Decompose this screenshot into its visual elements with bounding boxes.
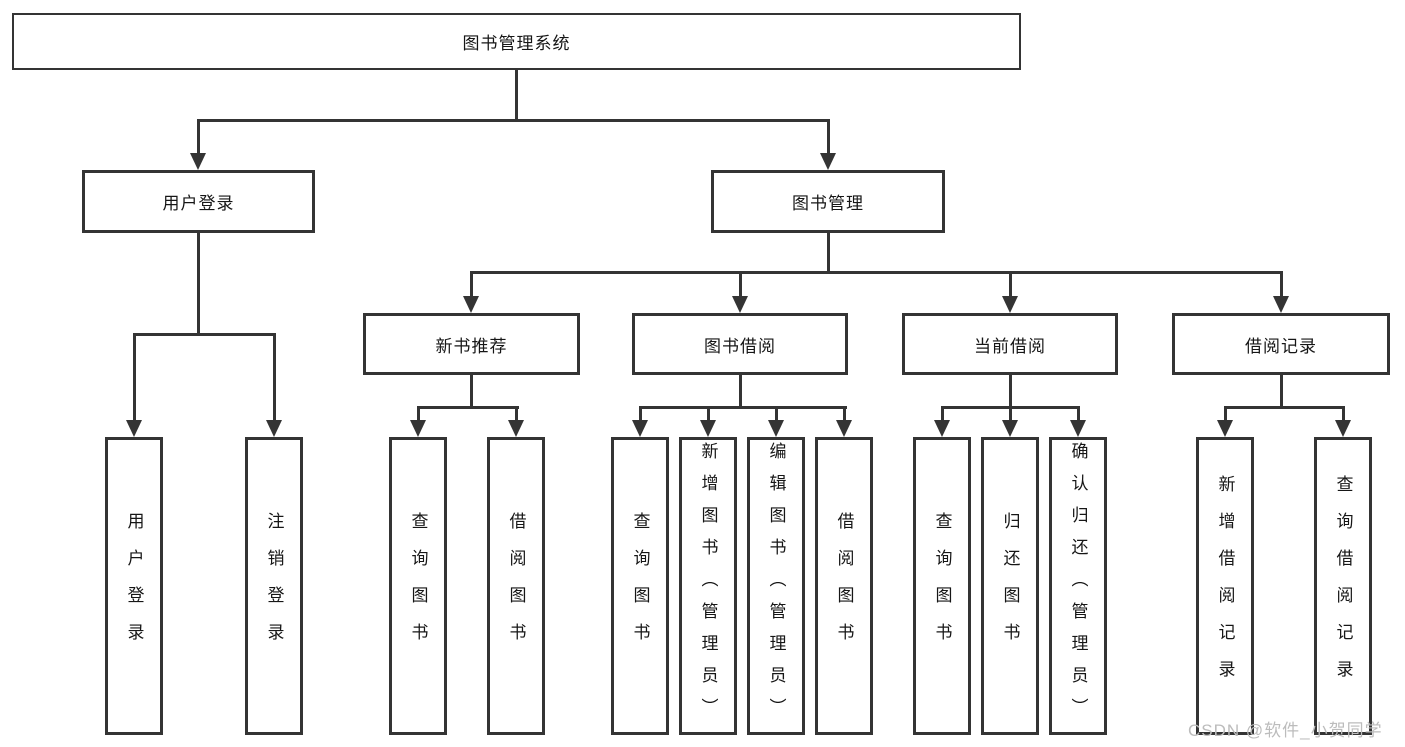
connector-line <box>1342 406 1345 423</box>
connector-line <box>1224 406 1227 423</box>
arrowhead-down-icon <box>1273 296 1289 313</box>
node-confirm-return-admin: 确认归还（管理员） <box>1049 437 1107 735</box>
node-label: 借阅图书 <box>506 512 526 660</box>
arrowhead-down-icon <box>768 420 784 437</box>
connector-line <box>197 233 200 336</box>
arrowhead-down-icon <box>190 153 206 170</box>
node-borrow-books: 借阅图书 <box>815 437 873 735</box>
connector-line <box>515 406 518 423</box>
arrowhead-down-icon <box>508 420 524 437</box>
connector-line <box>639 406 642 423</box>
connector-line <box>1224 406 1345 409</box>
arrowhead-down-icon <box>463 296 479 313</box>
node-label: 借阅记录 <box>1245 336 1317 356</box>
connector-line <box>775 406 778 423</box>
connector-line <box>1077 406 1080 423</box>
node-query-borrow-record: 查询借阅记录 <box>1314 437 1372 735</box>
node-label: 新书推荐 <box>435 336 508 356</box>
connector-line <box>197 119 830 122</box>
connector-line <box>197 119 200 156</box>
arrowhead-down-icon <box>1002 296 1018 313</box>
node-query-books-recommend: 查询图书 <box>389 437 447 735</box>
node-query-books-current: 查询图书 <box>913 437 971 735</box>
arrowhead-down-icon <box>700 420 716 437</box>
connector-line <box>739 271 742 299</box>
node-label: 图书借阅 <box>704 336 776 356</box>
connector-line <box>133 333 136 423</box>
connector-line <box>515 70 518 120</box>
node-user-login-leaf: 用户登录 <box>105 437 163 735</box>
connector-line <box>639 406 847 409</box>
node-label: 图书管理 <box>792 194 864 213</box>
node-add-borrow-record: 新增借阅记录 <box>1196 437 1254 735</box>
node-label: 查询图书 <box>630 512 650 660</box>
connector-line <box>707 406 710 423</box>
connector-line <box>1009 406 1012 423</box>
arrowhead-down-icon <box>934 420 950 437</box>
node-label: 确认归还（管理员） <box>1068 442 1088 730</box>
connector-line <box>843 406 846 423</box>
connector-line <box>739 375 742 409</box>
connector-line <box>941 406 944 423</box>
csdn-watermark: CSDN @软件_小贺同学 <box>1188 721 1383 740</box>
connector-line <box>470 375 473 409</box>
node-library-management-system: 图书管理系统 <box>12 13 1021 70</box>
node-book-borrowing: 图书借阅 <box>632 313 848 375</box>
node-label: 注销登录 <box>264 512 284 660</box>
arrowhead-down-icon <box>732 296 748 313</box>
node-label: 图书管理系统 <box>462 34 571 53</box>
node-user-login: 用户登录 <box>82 170 315 233</box>
node-new-book-recommendation: 新书推荐 <box>363 313 580 375</box>
node-return-books: 归还图书 <box>981 437 1039 735</box>
connector-line <box>827 119 830 156</box>
node-current-borrowing: 当前借阅 <box>902 313 1118 375</box>
node-label: 查询图书 <box>408 512 428 660</box>
connector-line <box>1280 271 1283 299</box>
node-label: 新增借阅记录 <box>1215 475 1235 697</box>
arrowhead-down-icon <box>1335 420 1351 437</box>
node-label: 当前借阅 <box>974 336 1046 356</box>
node-label: 借阅图书 <box>834 512 854 660</box>
node-query-books-borrowing: 查询图书 <box>611 437 669 735</box>
node-edit-books-admin: 编辑图书（管理员） <box>747 437 805 735</box>
arrowhead-down-icon <box>632 420 648 437</box>
arrowhead-down-icon <box>1070 420 1086 437</box>
connector-line <box>417 406 420 423</box>
connector-line <box>133 333 275 336</box>
connector-line <box>470 271 473 299</box>
arrowhead-down-icon <box>126 420 142 437</box>
node-borrowing-records: 借阅记录 <box>1172 313 1390 375</box>
node-logout: 注销登录 <box>245 437 303 735</box>
connector-line <box>417 406 519 409</box>
connector-line <box>1009 375 1012 409</box>
node-label: 归还图书 <box>1000 512 1020 660</box>
arrowhead-down-icon <box>820 153 836 170</box>
node-label: 新增图书（管理员） <box>698 442 718 730</box>
node-label: 用户登录 <box>124 512 144 660</box>
connector-line <box>1280 375 1283 409</box>
arrowhead-down-icon <box>836 420 852 437</box>
arrowhead-down-icon <box>1217 420 1233 437</box>
arrowhead-down-icon <box>266 420 282 437</box>
node-label: 用户登录 <box>162 194 235 213</box>
node-label: 查询借阅记录 <box>1333 475 1353 697</box>
node-book-management: 图书管理 <box>711 170 945 233</box>
node-label: 编辑图书（管理员） <box>766 442 786 730</box>
connector-line <box>1009 271 1012 299</box>
node-add-books-admin: 新增图书（管理员） <box>679 437 737 735</box>
connector-line <box>470 271 1283 274</box>
arrowhead-down-icon <box>410 420 426 437</box>
arrowhead-down-icon <box>1002 420 1018 437</box>
connector-line <box>827 233 830 274</box>
node-borrow-books-recommend: 借阅图书 <box>487 437 545 735</box>
node-label: 查询图书 <box>932 512 952 660</box>
connector-line <box>273 333 276 423</box>
